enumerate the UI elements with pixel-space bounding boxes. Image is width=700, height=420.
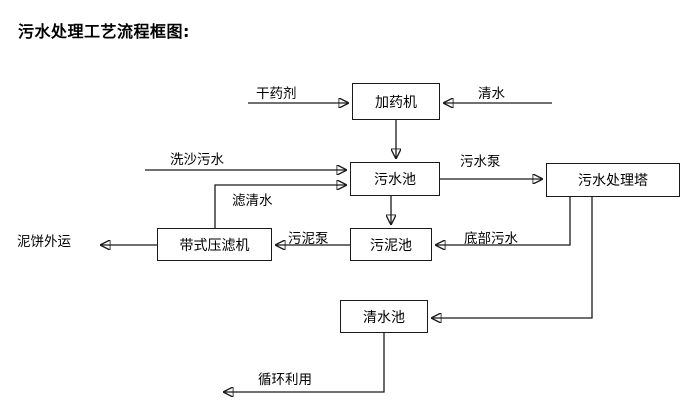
node-sludge-pool[interactable]: 污泥池 bbox=[350, 228, 432, 261]
node-clean-water-pool[interactable]: 清水池 bbox=[340, 300, 428, 333]
edge-label-mud-cake-out: 泥饼外运 bbox=[17, 234, 71, 250]
node-label: 带式压滤机 bbox=[179, 237, 250, 254]
edge-label-filtrate-water: 滤清水 bbox=[232, 193, 273, 209]
node-belt-filter-press[interactable]: 带式压滤机 bbox=[157, 228, 272, 261]
edge-label-bottom-sewage: 底部污水 bbox=[464, 231, 518, 247]
edge-label-sewage-pump: 污水泵 bbox=[460, 154, 501, 170]
node-label: 污水池 bbox=[374, 172, 416, 188]
edge-label-dry-agent: 干药剂 bbox=[256, 86, 297, 102]
edge-label-recycle-use: 循环利用 bbox=[258, 372, 312, 388]
node-dosing-machine[interactable]: 加药机 bbox=[352, 83, 440, 120]
node-label: 清水池 bbox=[363, 309, 405, 326]
node-label: 污泥池 bbox=[370, 237, 412, 254]
node-sewage-pool[interactable]: 污水池 bbox=[350, 162, 440, 196]
edge-tower-to-clean-water-pool bbox=[432, 197, 593, 318]
node-treatment-tower[interactable]: 污水处理塔 bbox=[546, 163, 680, 197]
page-title: 污水处理工艺流程框图: bbox=[18, 22, 190, 41]
edge-label-sand-wash-sewage: 洗沙污水 bbox=[170, 152, 224, 168]
node-label: 污水处理塔 bbox=[578, 173, 648, 189]
node-label: 加药机 bbox=[375, 94, 417, 111]
edge-label-clean-water-in: 清水 bbox=[478, 86, 505, 102]
edge-label-sludge-pump: 污泥泵 bbox=[288, 231, 329, 247]
